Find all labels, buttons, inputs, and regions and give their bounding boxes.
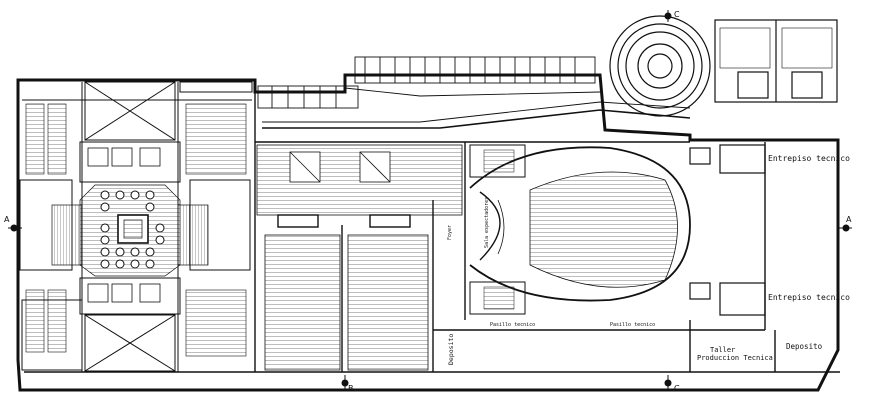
label-sala: Sala espectadores bbox=[484, 197, 490, 248]
label-taller-line1: Taller bbox=[710, 346, 735, 354]
section-lines bbox=[8, 10, 852, 390]
building-outline bbox=[16, 73, 840, 392]
reading-tables bbox=[100, 190, 165, 269]
label-entrepiso-top: Entrepiso tecnico bbox=[768, 154, 850, 163]
label-deposito-left: Deposito bbox=[447, 334, 455, 365]
label-taller-line2: Produccion Tecnica bbox=[697, 354, 773, 362]
label-foyer: Foyer bbox=[447, 225, 453, 240]
spiral-ramp bbox=[609, 15, 711, 117]
top-right-rooms bbox=[714, 19, 838, 103]
label-deposito-right: Deposito bbox=[786, 342, 823, 351]
theater-side-rooms bbox=[689, 144, 766, 316]
section-mark-b-bottom: B bbox=[348, 384, 354, 393]
section-mark-a-left: A bbox=[4, 215, 10, 224]
label-pasillo-right: Pasillo tecnico bbox=[610, 322, 655, 328]
section-mark-c-bottom: C bbox=[674, 384, 680, 393]
desk-rows-left bbox=[25, 103, 247, 357]
label-pasillo-left: Pasillo tecnico bbox=[490, 322, 535, 328]
section-mark-c-top: C bbox=[674, 10, 680, 19]
section-mark-a-right: A bbox=[846, 215, 852, 224]
central-hall bbox=[51, 184, 209, 277]
main-theater bbox=[469, 144, 691, 315]
central-auditorium bbox=[256, 144, 463, 372]
restrooms-left bbox=[87, 147, 161, 303]
label-entrepiso-bottom: Entrepiso tecnico bbox=[768, 293, 850, 302]
